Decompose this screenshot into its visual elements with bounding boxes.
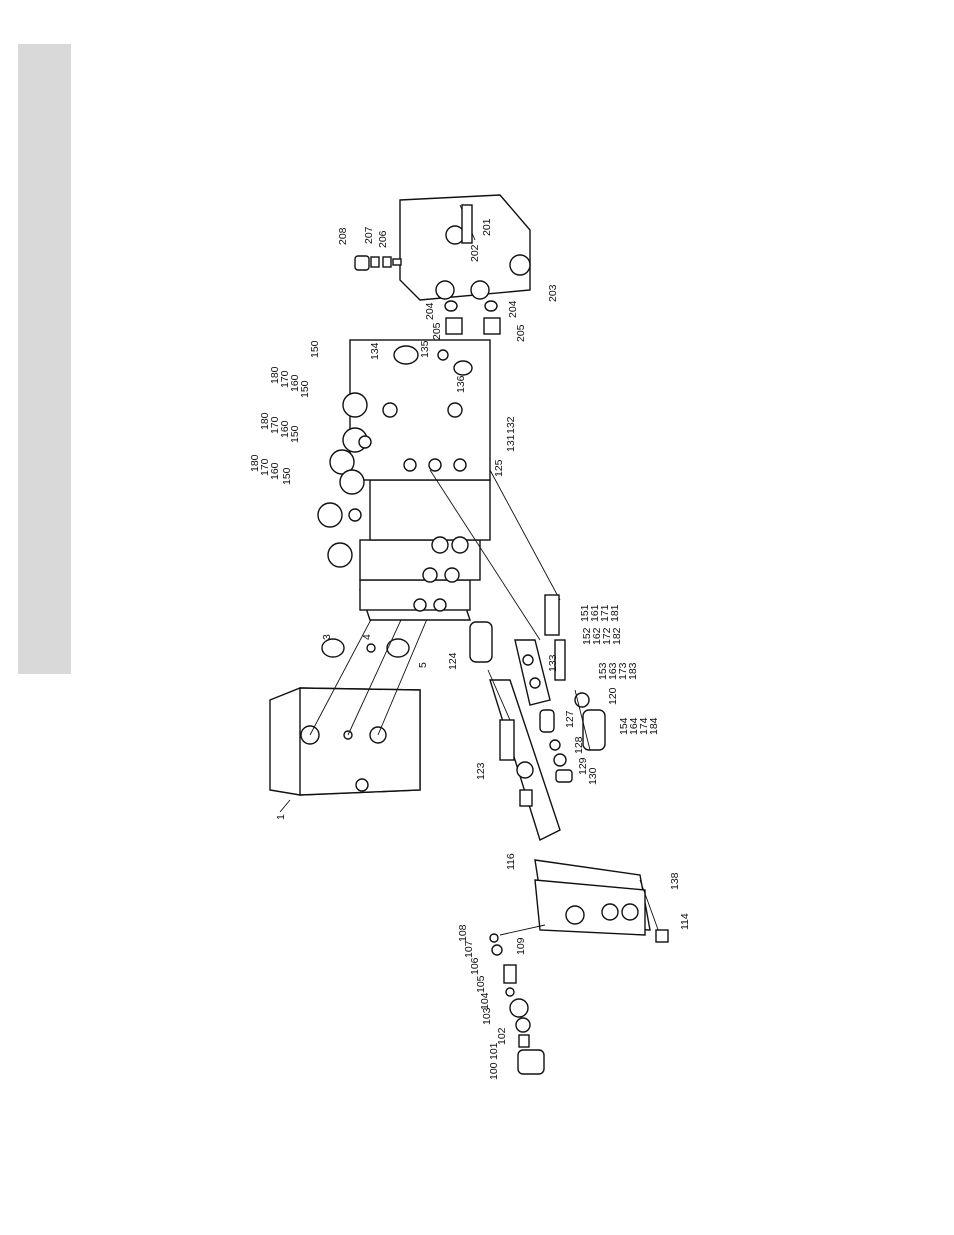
label-180-a: 180 [269, 366, 281, 384]
label-3: 3 [321, 634, 333, 640]
label-180-c: 180 [249, 454, 261, 472]
label-130: 130 [587, 767, 599, 785]
label-124: 124 [447, 652, 459, 670]
outlet-cover [400, 195, 530, 300]
label-106: 106 [469, 957, 481, 975]
label-102: 102 [496, 1027, 508, 1045]
label-207: 207 [363, 226, 375, 244]
end-cap [535, 860, 668, 942]
label-182: 182 [611, 627, 623, 645]
label-202: 202 [469, 244, 481, 262]
label-120: 120 [607, 687, 619, 705]
label-184: 184 [648, 717, 660, 735]
label-123: 123 [475, 762, 487, 780]
valve-section-stack [350, 340, 490, 620]
parts-206-208 [355, 256, 401, 270]
label-108: 108 [457, 924, 469, 942]
label-136: 136 [455, 375, 467, 393]
label-116: 116 [505, 853, 517, 870]
label-105: 105 [475, 975, 487, 993]
label-150-d: 150 [281, 467, 293, 485]
label-150-top: 150 [309, 340, 321, 358]
label-131: 131 [505, 434, 517, 452]
label-4: 4 [361, 634, 373, 640]
label-201: 201 [481, 218, 493, 236]
label-203: 203 [547, 284, 559, 302]
label-206: 206 [377, 230, 389, 248]
label-134: 134 [369, 342, 381, 360]
label-5: 5 [417, 662, 429, 668]
label-204-b: 204 [507, 300, 519, 318]
label-135: 135 [419, 340, 431, 358]
label-138: 138 [669, 872, 681, 890]
label-180-b: 180 [259, 412, 271, 430]
label-100: 100 [488, 1062, 500, 1080]
plugs-204-205 [445, 301, 500, 334]
label-132: 132 [505, 416, 517, 434]
label-183: 183 [627, 662, 639, 680]
label-109: 109 [515, 937, 527, 955]
label-204-a: 204 [424, 302, 436, 320]
label-128: 128 [573, 736, 585, 754]
label-104: 104 [479, 992, 491, 1010]
inlet-cover [270, 688, 420, 812]
label-181: 181 [609, 604, 621, 622]
label-205-a: 205 [431, 322, 443, 340]
label-125: 125 [493, 459, 505, 477]
label-205-b: 205 [515, 324, 527, 342]
label-127: 127 [564, 710, 576, 728]
label-114: 114 [679, 913, 691, 930]
label-133: 133 [547, 654, 559, 672]
label-1: 1 [275, 814, 287, 820]
label-208: 208 [337, 227, 349, 245]
